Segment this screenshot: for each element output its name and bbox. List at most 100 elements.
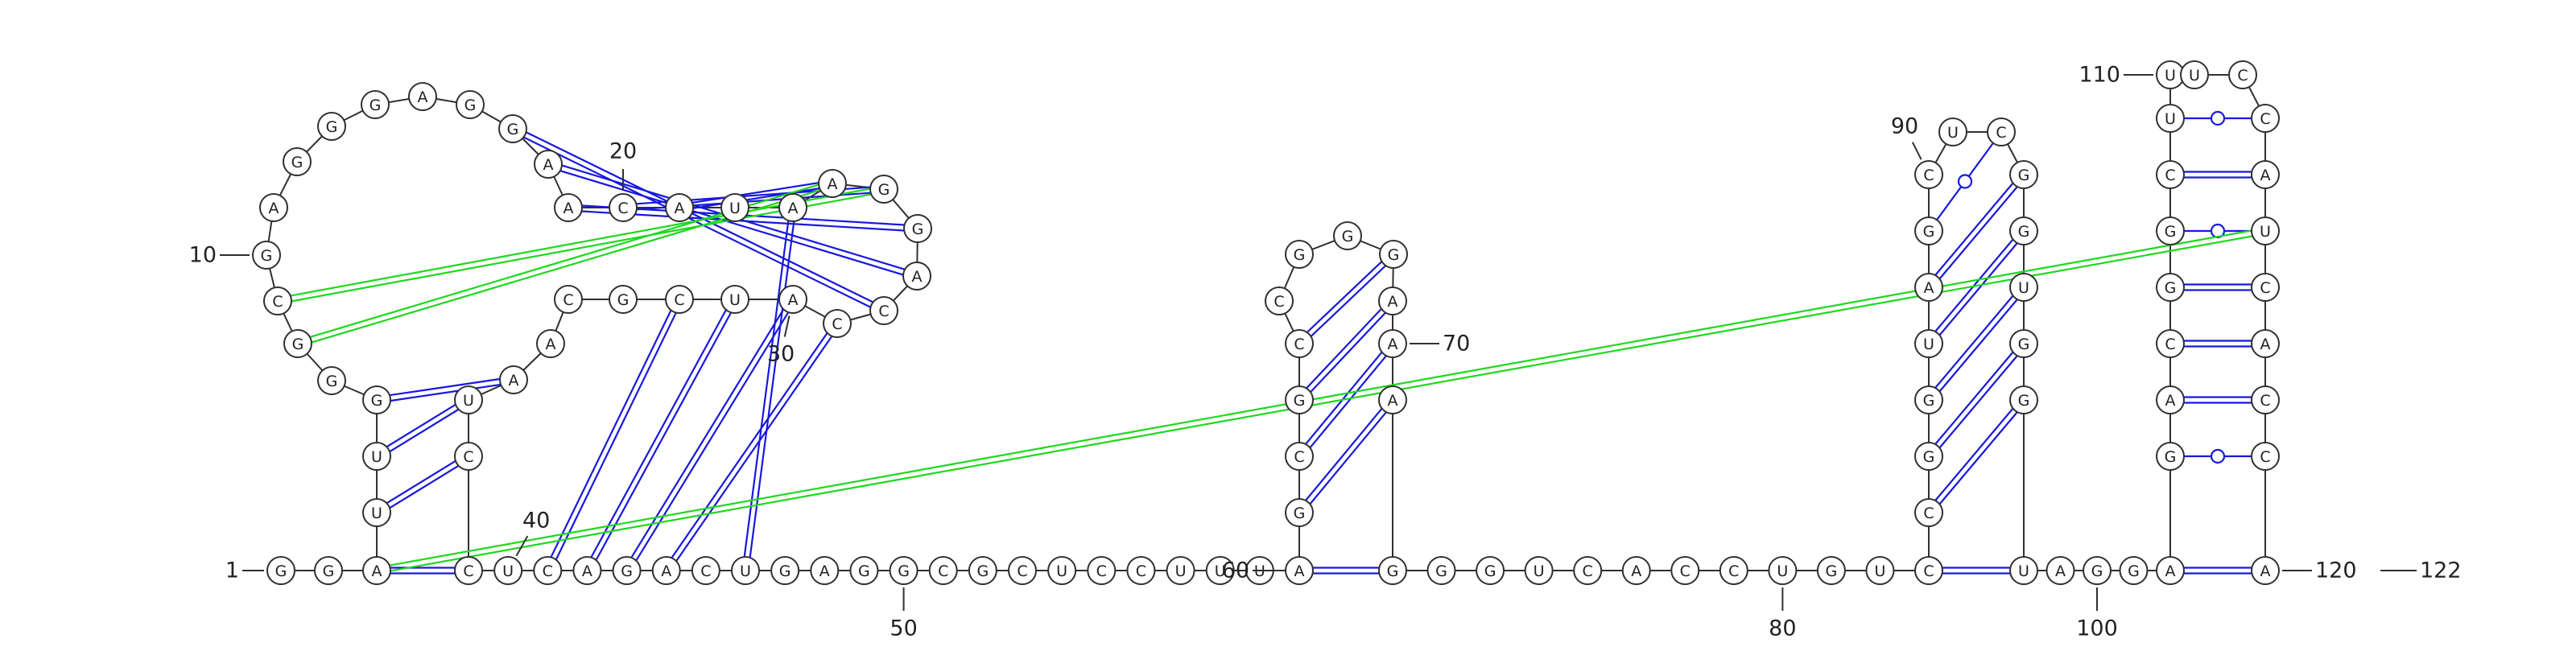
nucleotide: C <box>928 556 958 585</box>
nucleotide-letter: U <box>1534 563 1545 580</box>
nucleotide: A <box>408 82 437 111</box>
nucleotide-circle <box>2156 104 2185 133</box>
nucleotide-letter: C <box>563 291 573 309</box>
nucleotide-circle <box>362 385 391 414</box>
nucleotide-letter: A <box>1388 336 1398 353</box>
nucleotide-circle <box>720 285 749 314</box>
nucleotide-circle <box>1379 240 1408 269</box>
nucleotide-letter: G <box>898 563 910 580</box>
nucleotide-circle <box>1126 556 1156 585</box>
nucleotide-letter: C <box>1680 563 1690 580</box>
nucleotide-letter: U <box>729 291 741 309</box>
nucleotide: G <box>1914 216 1943 245</box>
nucleotide: A <box>818 169 847 198</box>
nucleotide: U <box>362 442 391 471</box>
nucleotide-circle <box>1378 286 1407 315</box>
base-pair-line <box>1938 299 2018 392</box>
nucleotide: G <box>2083 556 2112 585</box>
nucleotide: C <box>665 285 694 314</box>
nucleotide-circle <box>1285 498 1314 527</box>
nucleotide-letter: C <box>1923 167 1934 184</box>
nucleotide-circle <box>1285 329 1314 358</box>
nucleotide: A <box>2251 556 2280 585</box>
nucleotide-letter: C <box>700 563 711 580</box>
nucleotide-letter: G <box>1435 563 1447 580</box>
nucleotide-letter: G <box>261 247 273 265</box>
nucleotide-letter: A <box>509 372 519 389</box>
nucleotide-letter: U <box>371 505 382 522</box>
nucleotide: A <box>2251 160 2280 189</box>
position-tick <box>1911 142 1922 160</box>
nucleotide-circle <box>1573 556 1603 585</box>
nucleotide-circle <box>266 556 295 585</box>
nucleotide-letter: U <box>1947 124 1959 142</box>
nucleotide-circle <box>1378 329 1407 358</box>
nucleotide-letter: U <box>2189 67 2200 84</box>
nucleotide-circle <box>554 193 583 222</box>
nucleotide-letter: C <box>1294 448 1304 466</box>
nucleotide-letter: A <box>2165 392 2176 410</box>
nucleotide-circle <box>454 556 483 585</box>
nucleotide-letter: G <box>323 563 335 580</box>
nucleotide-circle <box>263 286 292 315</box>
nucleotide-circle <box>1914 216 1943 245</box>
nucleotide-circle <box>1476 556 1505 585</box>
nucleotide-letter: C <box>674 291 684 309</box>
base-pair-line <box>1934 408 2014 501</box>
nucleotide-circle <box>1914 385 1943 414</box>
nucleotide-letter: U <box>729 200 741 217</box>
nucleotide-circle <box>1816 556 1846 585</box>
nucleotide-circle <box>499 365 528 394</box>
nucleotide: C <box>2228 60 2257 89</box>
nucleotide: C <box>533 556 563 585</box>
nucleotide: A <box>810 556 840 585</box>
nucleotide-letter: G <box>976 563 989 580</box>
nucleotide-letter: A <box>675 200 685 217</box>
position-label: 70 <box>1410 332 1470 356</box>
nucleotide-circle <box>651 556 681 585</box>
nucleotide: U <box>454 385 483 414</box>
nucleotide: A <box>536 329 565 358</box>
nucleotide-circle <box>1285 442 1314 471</box>
nucleotide-letter: G <box>2018 167 2030 184</box>
nucleotide-letter: G <box>326 373 338 390</box>
nucleotide-letter: A <box>269 200 279 217</box>
position-number: 100 <box>2076 616 2118 641</box>
nucleotide-letter: C <box>2260 110 2270 128</box>
base-pair-line <box>1938 242 2018 336</box>
nucleotide-circle <box>869 175 898 204</box>
nucleotide-circle <box>259 193 288 222</box>
nucleotide-letter: A <box>2165 563 2176 580</box>
nucleotide-letter: G <box>1923 392 1935 410</box>
nucleotide-circle <box>252 241 281 270</box>
position-number: 60 <box>1222 558 1249 583</box>
position-label: 60 <box>1222 558 1282 583</box>
nucleotide: G <box>770 556 800 585</box>
position-number: 122 <box>2420 558 2462 583</box>
nucleotide-circle <box>554 285 583 314</box>
nucleotide-letter: A <box>661 563 671 580</box>
base-pair-line <box>1306 308 1382 389</box>
position-label: 10 <box>189 243 250 268</box>
base-pair-line <box>523 136 871 308</box>
nucleotide: G <box>317 112 346 141</box>
nucleotide: A <box>259 193 288 222</box>
nucleotide-letter: G <box>2018 392 2030 410</box>
nucleotide: A <box>2251 329 2280 358</box>
nucleotide-letter: A <box>2055 563 2066 580</box>
nucleotide-circle <box>2251 216 2280 245</box>
pseudoknot-pair-line <box>290 188 870 297</box>
nucleotide-letter: G <box>1342 228 1354 245</box>
nucleotide-letter: U <box>2165 67 2176 84</box>
nucleotide: G <box>283 147 312 176</box>
nucleotide: C <box>454 556 483 585</box>
nucleotide-circle <box>2251 385 2280 414</box>
base-pair-line <box>1310 312 1386 393</box>
wobble-pair-marker <box>1957 174 1973 189</box>
nucleotide-circle <box>283 329 312 358</box>
nucleotide: G <box>361 90 390 119</box>
nucleotide-circle <box>1378 385 1407 414</box>
nucleotide: C <box>1987 117 2016 146</box>
